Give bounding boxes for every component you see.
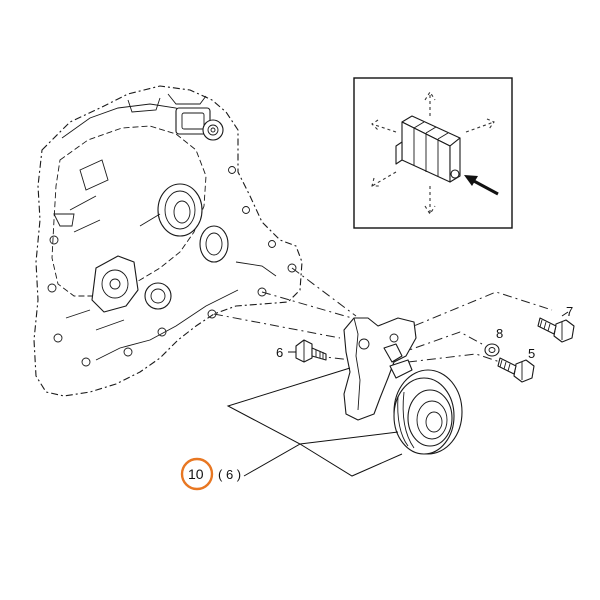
tensioner-block-detail bbox=[395, 115, 461, 183]
callout-labels: 7 8 5 6 10 ( 6 ) bbox=[180, 304, 573, 491]
callout-7: 7 bbox=[566, 304, 573, 319]
callout-8: 8 bbox=[496, 326, 503, 341]
idler-pulley[interactable] bbox=[393, 369, 463, 455]
callout-6: 6 bbox=[276, 345, 283, 360]
tensioner-bracket[interactable] bbox=[343, 317, 417, 421]
callout-10[interactable]: 10 bbox=[188, 466, 204, 482]
inset-detail-box bbox=[353, 77, 513, 229]
highlight-ring[interactable] bbox=[180, 457, 214, 491]
push-arrow-icon bbox=[464, 175, 499, 196]
direction-arrows bbox=[371, 90, 495, 216]
leader-lines bbox=[226, 311, 569, 477]
washer-8[interactable] bbox=[484, 343, 500, 357]
bolt-5[interactable] bbox=[497, 357, 535, 383]
callout-5: 5 bbox=[528, 346, 535, 361]
front-cover-housing[interactable] bbox=[33, 85, 303, 397]
bolt-7[interactable] bbox=[537, 317, 575, 343]
callout-10-quantity: ( 6 ) bbox=[218, 467, 241, 482]
bolt-6[interactable] bbox=[295, 339, 327, 363]
